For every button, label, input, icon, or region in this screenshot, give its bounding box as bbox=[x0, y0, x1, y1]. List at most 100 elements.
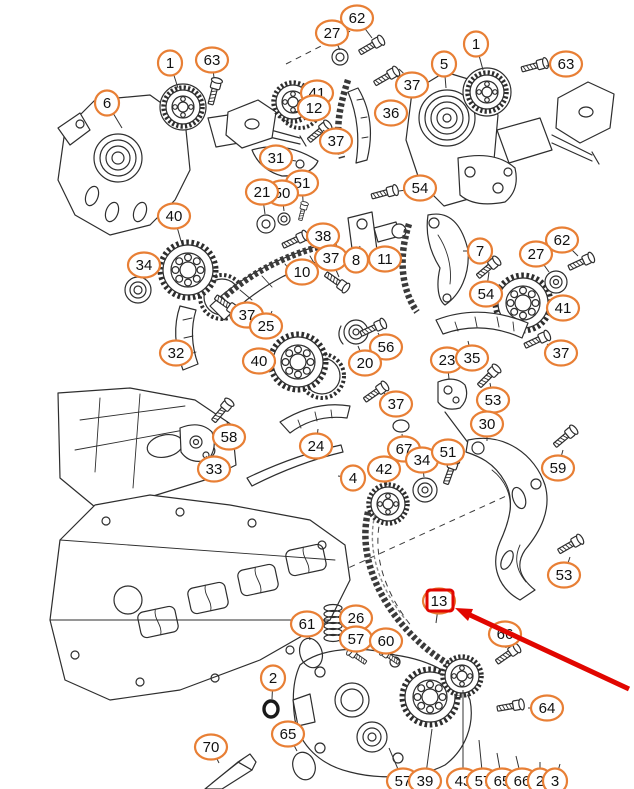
svg-text:63: 63 bbox=[204, 52, 221, 69]
callout-33: 33 bbox=[196, 455, 232, 483]
highlight-arrow-head bbox=[455, 608, 473, 621]
svg-text:36: 36 bbox=[383, 105, 400, 122]
callout-11: 11 bbox=[367, 245, 403, 273]
svg-text:3: 3 bbox=[551, 773, 559, 789]
spring-26 bbox=[323, 603, 343, 643]
callout-40: 40 bbox=[241, 347, 277, 375]
svg-text:39: 39 bbox=[417, 773, 434, 789]
callout-37: 37 bbox=[378, 390, 414, 418]
gasket-opening bbox=[285, 543, 327, 577]
svg-text:7: 7 bbox=[476, 243, 484, 260]
callout-58: 58 bbox=[211, 423, 247, 451]
svg-text:64: 64 bbox=[539, 700, 556, 717]
o-ring-65 bbox=[292, 751, 316, 781]
callout-70: 70 bbox=[193, 733, 229, 761]
svg-text:34: 34 bbox=[414, 452, 431, 469]
svg-text:40: 40 bbox=[166, 208, 183, 225]
callout-40: 40 bbox=[156, 202, 192, 230]
svg-text:57: 57 bbox=[395, 773, 412, 789]
part-drawings bbox=[49, 18, 615, 789]
svg-text:60: 60 bbox=[378, 633, 395, 650]
svg-text:2: 2 bbox=[269, 670, 277, 687]
camshaft-adjuster-left bbox=[159, 83, 307, 149]
svg-text:62: 62 bbox=[349, 10, 366, 27]
callout-62: 62 bbox=[544, 226, 580, 254]
svg-text:5: 5 bbox=[440, 56, 448, 73]
callout-53: 53 bbox=[546, 561, 582, 589]
callout-4: 4 bbox=[339, 464, 367, 492]
callout-41: 41 bbox=[545, 294, 581, 322]
svg-text:31: 31 bbox=[268, 150, 285, 167]
svg-text:6: 6 bbox=[103, 95, 111, 112]
svg-text:20: 20 bbox=[357, 355, 374, 372]
callout-10: 10 bbox=[284, 258, 320, 286]
svg-text:54: 54 bbox=[478, 286, 495, 303]
callout-3: 3 bbox=[541, 767, 569, 789]
svg-text:25: 25 bbox=[258, 318, 275, 335]
svg-text:65: 65 bbox=[280, 726, 297, 743]
tensioner-arm-7 bbox=[426, 213, 469, 306]
sprocket-42-group bbox=[369, 419, 438, 524]
callout-31: 31 bbox=[258, 144, 294, 172]
highlight-arrow-line bbox=[468, 612, 631, 692]
svg-text:24: 24 bbox=[308, 438, 325, 455]
callout-21: 21 bbox=[244, 178, 280, 206]
cam-sprocket-41-right bbox=[495, 270, 568, 331]
camshaft-adjuster-right bbox=[462, 67, 615, 165]
callout-20: 20 bbox=[347, 349, 383, 377]
callout-65: 65 bbox=[270, 720, 306, 748]
callout-30: 30 bbox=[469, 410, 505, 438]
callout-42: 42 bbox=[366, 455, 402, 483]
callout-63: 63 bbox=[548, 50, 584, 78]
callout-37: 37 bbox=[394, 71, 430, 99]
callout-5: 5 bbox=[430, 50, 458, 78]
callout-61: 61 bbox=[289, 610, 325, 638]
callout-37: 37 bbox=[313, 244, 349, 272]
callout-6: 6 bbox=[93, 89, 121, 117]
callout-59: 59 bbox=[540, 454, 576, 482]
svg-text:13: 13 bbox=[431, 593, 448, 610]
callout-1: 1 bbox=[156, 49, 184, 77]
svg-text:8: 8 bbox=[352, 252, 360, 269]
svg-text:12: 12 bbox=[306, 100, 323, 117]
callout-12: 12 bbox=[296, 94, 332, 122]
gasket-opening bbox=[137, 605, 179, 639]
svg-text:1: 1 bbox=[472, 36, 480, 53]
bracket-33 bbox=[179, 424, 215, 462]
chain-guide-housing-30 bbox=[465, 437, 548, 601]
callout-7: 7 bbox=[466, 237, 494, 265]
svg-text:32: 32 bbox=[168, 345, 185, 362]
svg-text:35: 35 bbox=[464, 350, 481, 367]
highlight-box bbox=[425, 588, 455, 613]
svg-text:41: 41 bbox=[555, 300, 572, 317]
callout-53: 53 bbox=[475, 386, 511, 414]
timing-chain-12 bbox=[335, 79, 352, 159]
valve-cover bbox=[49, 494, 351, 701]
svg-text:38: 38 bbox=[315, 228, 332, 245]
callout-54: 54 bbox=[402, 174, 438, 202]
svg-text:30: 30 bbox=[479, 416, 496, 433]
tensioner-bracket-23 bbox=[437, 378, 473, 449]
chain-guide-24 bbox=[279, 404, 351, 434]
svg-text:34: 34 bbox=[136, 257, 153, 274]
callout-25: 25 bbox=[248, 312, 284, 340]
svg-text:4: 4 bbox=[349, 470, 357, 487]
svg-text:40: 40 bbox=[251, 353, 268, 370]
callout-57: 57 bbox=[338, 625, 374, 653]
callout-36: 36 bbox=[373, 99, 409, 127]
svg-text:51: 51 bbox=[440, 444, 457, 461]
callout-39: 39 bbox=[407, 767, 443, 789]
callout-32: 32 bbox=[158, 339, 194, 367]
svg-text:37: 37 bbox=[404, 77, 421, 94]
svg-text:37: 37 bbox=[553, 345, 570, 362]
callout-34: 34 bbox=[126, 251, 162, 279]
svg-text:58: 58 bbox=[221, 429, 238, 446]
svg-text:21: 21 bbox=[254, 184, 271, 201]
callout-63: 63 bbox=[194, 46, 230, 74]
svg-text:1: 1 bbox=[166, 55, 174, 72]
svg-text:62: 62 bbox=[554, 232, 571, 249]
callout-2: 2 bbox=[259, 664, 287, 692]
svg-text:57: 57 bbox=[348, 631, 365, 648]
highlight-annotation bbox=[425, 588, 631, 692]
